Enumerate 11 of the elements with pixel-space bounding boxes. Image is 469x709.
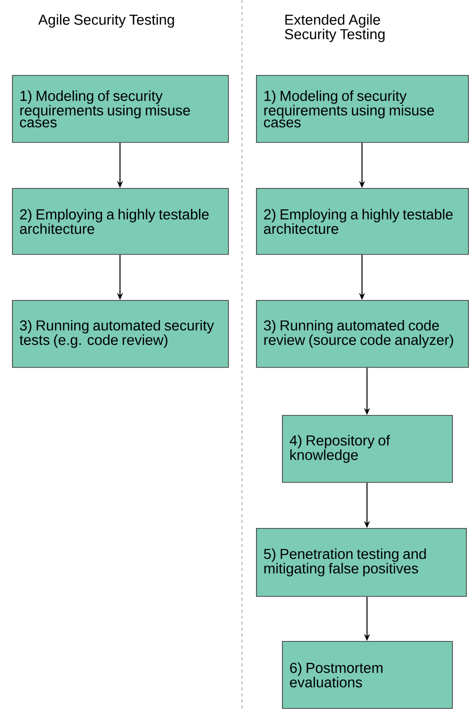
process-box: 2) Employing a highly testable architecture [256,188,469,255]
process-box: 1) Modeling of security requirements using misuse cases [12,75,229,143]
process-box: 1) Modeling of security requirements using misuse cases [256,75,469,143]
process-box: 3) Running automated security tests (e.g. code review) [12,300,229,368]
process-box: 3) Running automated code review (source code analyzer) [256,300,469,368]
process-box: 4) Repository of knowledge [282,415,453,483]
process-box: 5) Penetration testing and mitigating false positives [256,528,467,597]
column-heading: Agile Security Testing [38,14,174,28]
column-heading: Extended Agile Security Testing [284,14,385,42]
process-box: 6) Postmortem evaluations [282,641,453,709]
process-box: 2) Employing a highly testable architecture [12,188,229,255]
